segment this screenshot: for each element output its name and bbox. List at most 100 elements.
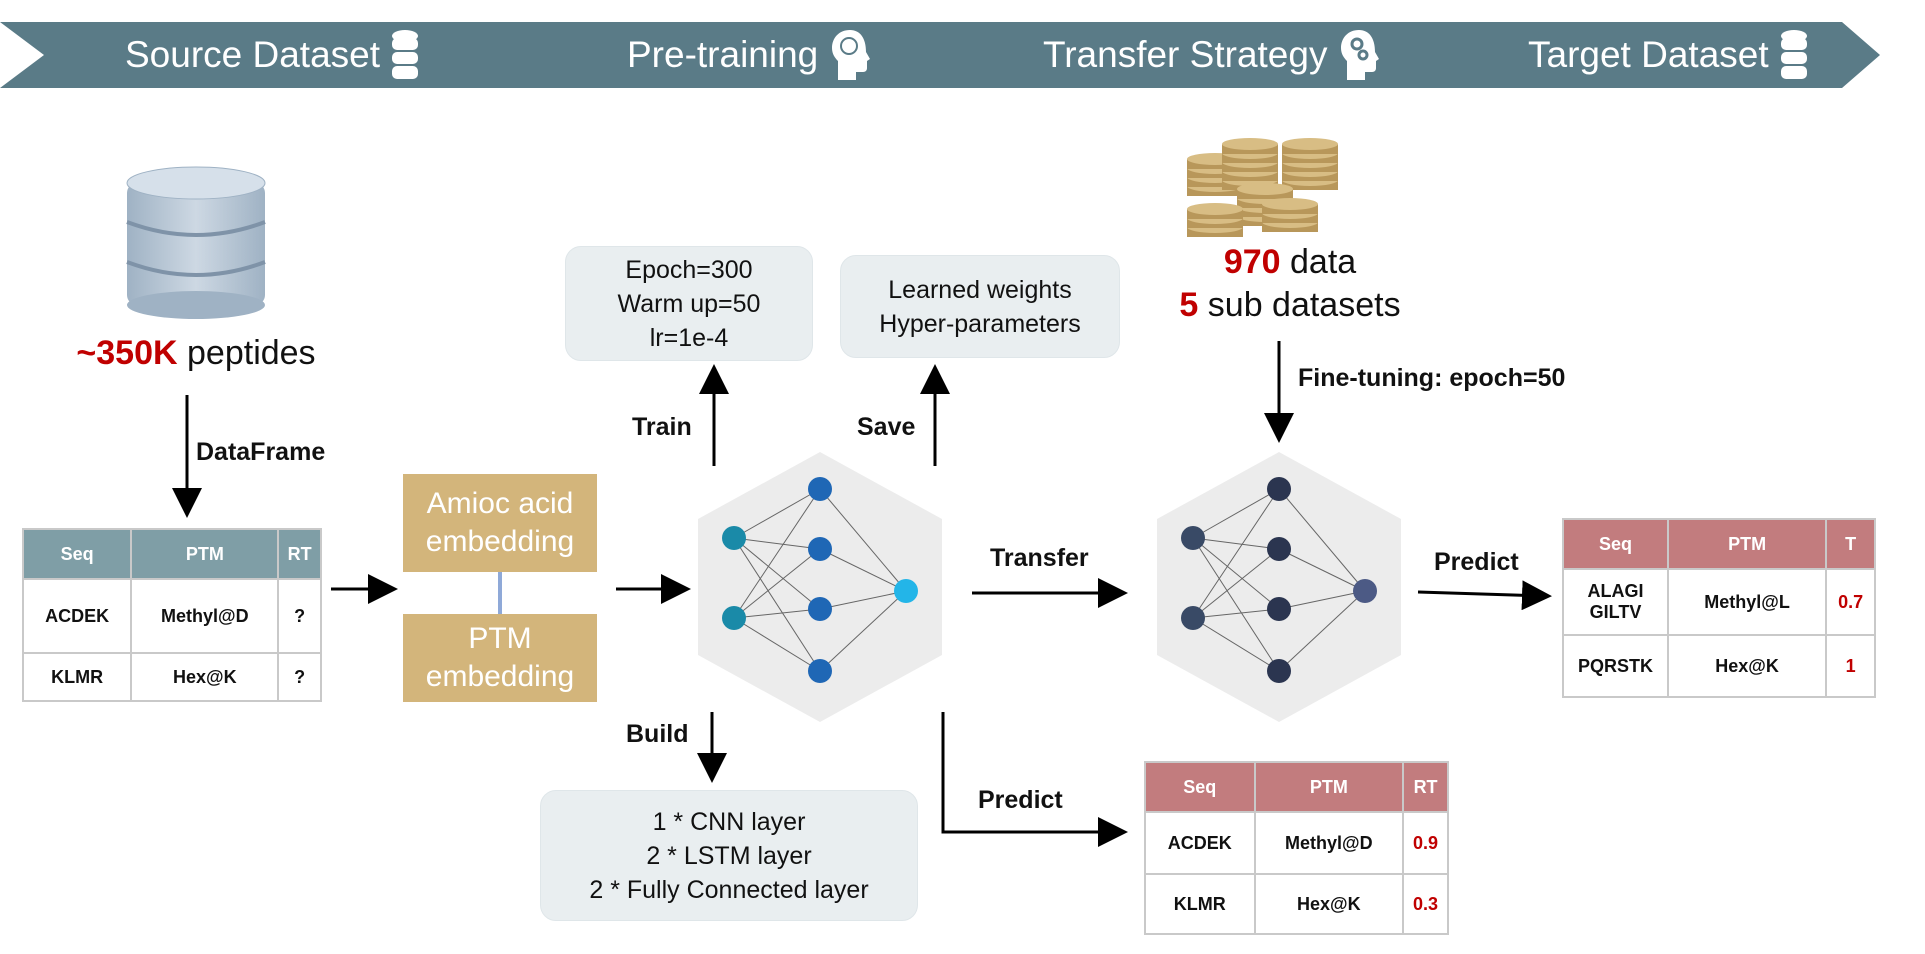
transfer-label: Transfer [990, 544, 1089, 572]
connection [1192, 608, 1280, 619]
output-node [894, 579, 918, 603]
table-cell: PQRSTK [1562, 634, 1669, 698]
coin-top [1282, 138, 1338, 150]
hexagon-background [1157, 452, 1401, 722]
table-cell: ? [277, 652, 322, 702]
table-cell: 1 [1825, 634, 1876, 698]
hidden-node [808, 659, 832, 683]
connection [733, 608, 821, 619]
connection [1192, 537, 1280, 672]
connection [733, 617, 821, 672]
coins-icon [1187, 138, 1338, 237]
connection [1192, 488, 1280, 539]
finetune-label: Fine-tuning: epoch=50 [1298, 364, 1566, 392]
predict-label-bottom: Predict [978, 786, 1063, 814]
table-cell: KLMR [1144, 873, 1256, 935]
connection [1278, 488, 1366, 592]
hidden-node [808, 537, 832, 561]
connection [819, 548, 907, 592]
table-cell: Hex@K [1253, 873, 1405, 935]
step-label: Pre-training [627, 34, 819, 75]
hidden-node [1267, 597, 1291, 621]
coin-top [1262, 198, 1318, 210]
database-icon [1780, 30, 1807, 79]
table-cell: Methyl@D [130, 578, 280, 654]
step-label: Source Dataset [125, 34, 381, 75]
step-label: Transfer Strategy [1043, 34, 1328, 75]
hidden-node [1267, 659, 1291, 683]
banner-step-transfer: Transfer Strategy [1043, 22, 1380, 88]
transfer-network [1157, 452, 1401, 722]
input-node [722, 606, 746, 630]
table-cell: PTM [1666, 518, 1828, 570]
hidden-node [808, 597, 832, 621]
connection [733, 548, 821, 619]
table-cell: RT [277, 528, 322, 580]
coin-top [1222, 138, 1278, 150]
connection [733, 537, 821, 610]
table-cell: Methyl@D [1253, 811, 1405, 875]
hidden-node [808, 477, 832, 501]
workflow-banner [0, 22, 1880, 88]
save-label: Save [857, 413, 916, 441]
target-count: 970 data [1223, 243, 1357, 281]
table-cell: ALAGI GILTV [1562, 568, 1669, 636]
banner-step-target: Target Dataset [1528, 22, 1807, 88]
hidden-node [1267, 477, 1291, 501]
connection [733, 488, 821, 619]
train-label: Train [632, 413, 692, 441]
input-node [1181, 606, 1205, 630]
dataframe-label: DataFrame [196, 438, 326, 466]
table-cell: ACDEK [1144, 811, 1256, 875]
table-cell: Hex@K [130, 652, 280, 702]
connection [1278, 590, 1366, 672]
table-cell: RT [1402, 761, 1449, 813]
database-icon [392, 30, 419, 79]
gear-head-icon [1341, 30, 1380, 80]
coin-top [1187, 203, 1243, 215]
predict-label-right: Predict [1434, 548, 1519, 576]
connection [819, 488, 907, 592]
connection [733, 537, 821, 672]
table-cell: Seq [21, 528, 133, 580]
build-label: Build [626, 720, 689, 748]
table-cell: T [1825, 518, 1876, 570]
table-cell: Seq [1144, 761, 1256, 813]
table-cell: PTM [130, 528, 280, 580]
connection [1192, 617, 1280, 672]
arrows [172, 341, 1552, 847]
connection [733, 537, 821, 550]
output-node [1353, 579, 1377, 603]
table-cell: Methyl@L [1666, 568, 1828, 636]
table-cell: 0.7 [1825, 568, 1876, 636]
banner-step-source: Source Dataset [125, 22, 419, 88]
connection [1192, 537, 1280, 550]
table-cell: 0.3 [1402, 873, 1449, 935]
hexagon-background [698, 452, 942, 722]
table-cell: ? [277, 578, 322, 654]
coin-top [1237, 183, 1293, 195]
table-cell: Seq [1562, 518, 1669, 570]
connection [733, 488, 821, 539]
connection [1192, 548, 1280, 619]
table-cell: 0.9 [1402, 811, 1449, 875]
brain-head-icon [832, 30, 871, 80]
connection [1192, 537, 1280, 610]
table-cell: ACDEK [21, 578, 133, 654]
source-count: ~350K peptides [76, 334, 316, 372]
